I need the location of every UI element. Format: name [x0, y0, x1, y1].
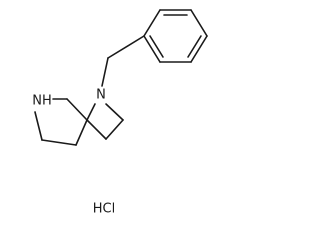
benzene-bond: [143, 9, 161, 37]
pyrrolidine-bond: [34, 111, 43, 141]
azetidine-ring: [86, 103, 124, 140]
pyrrolidine-nh-label: NH: [32, 94, 52, 109]
azetidine-nitrogen-label: N: [96, 88, 106, 103]
benzene-double-bond: [149, 35, 164, 58]
benzene-bond: [190, 35, 208, 63]
benzene-double-bond: [187, 35, 202, 58]
pyrrolidine-bond: [66, 98, 88, 121]
benzene-bond: [143, 35, 161, 63]
pyrrolidine-bond: [75, 119, 88, 146]
pyrrolidine-ring: [34, 98, 88, 146]
azetidine-bond: [86, 119, 107, 140]
azetidine-bond: [105, 103, 124, 121]
chemical-structure-diagram: N NH HCl: [32, 9, 208, 217]
benzene-bond: [190, 9, 208, 37]
benzyl-bond: [107, 35, 145, 59]
azetidine-bond: [86, 103, 96, 121]
pyrrolidine-bond: [41, 139, 77, 146]
azetidine-bond: [105, 119, 124, 140]
benzyl-n-bond: [101, 57, 109, 87]
hcl-salt-label: HCl: [93, 202, 115, 217]
benzene-ring: [143, 9, 208, 63]
